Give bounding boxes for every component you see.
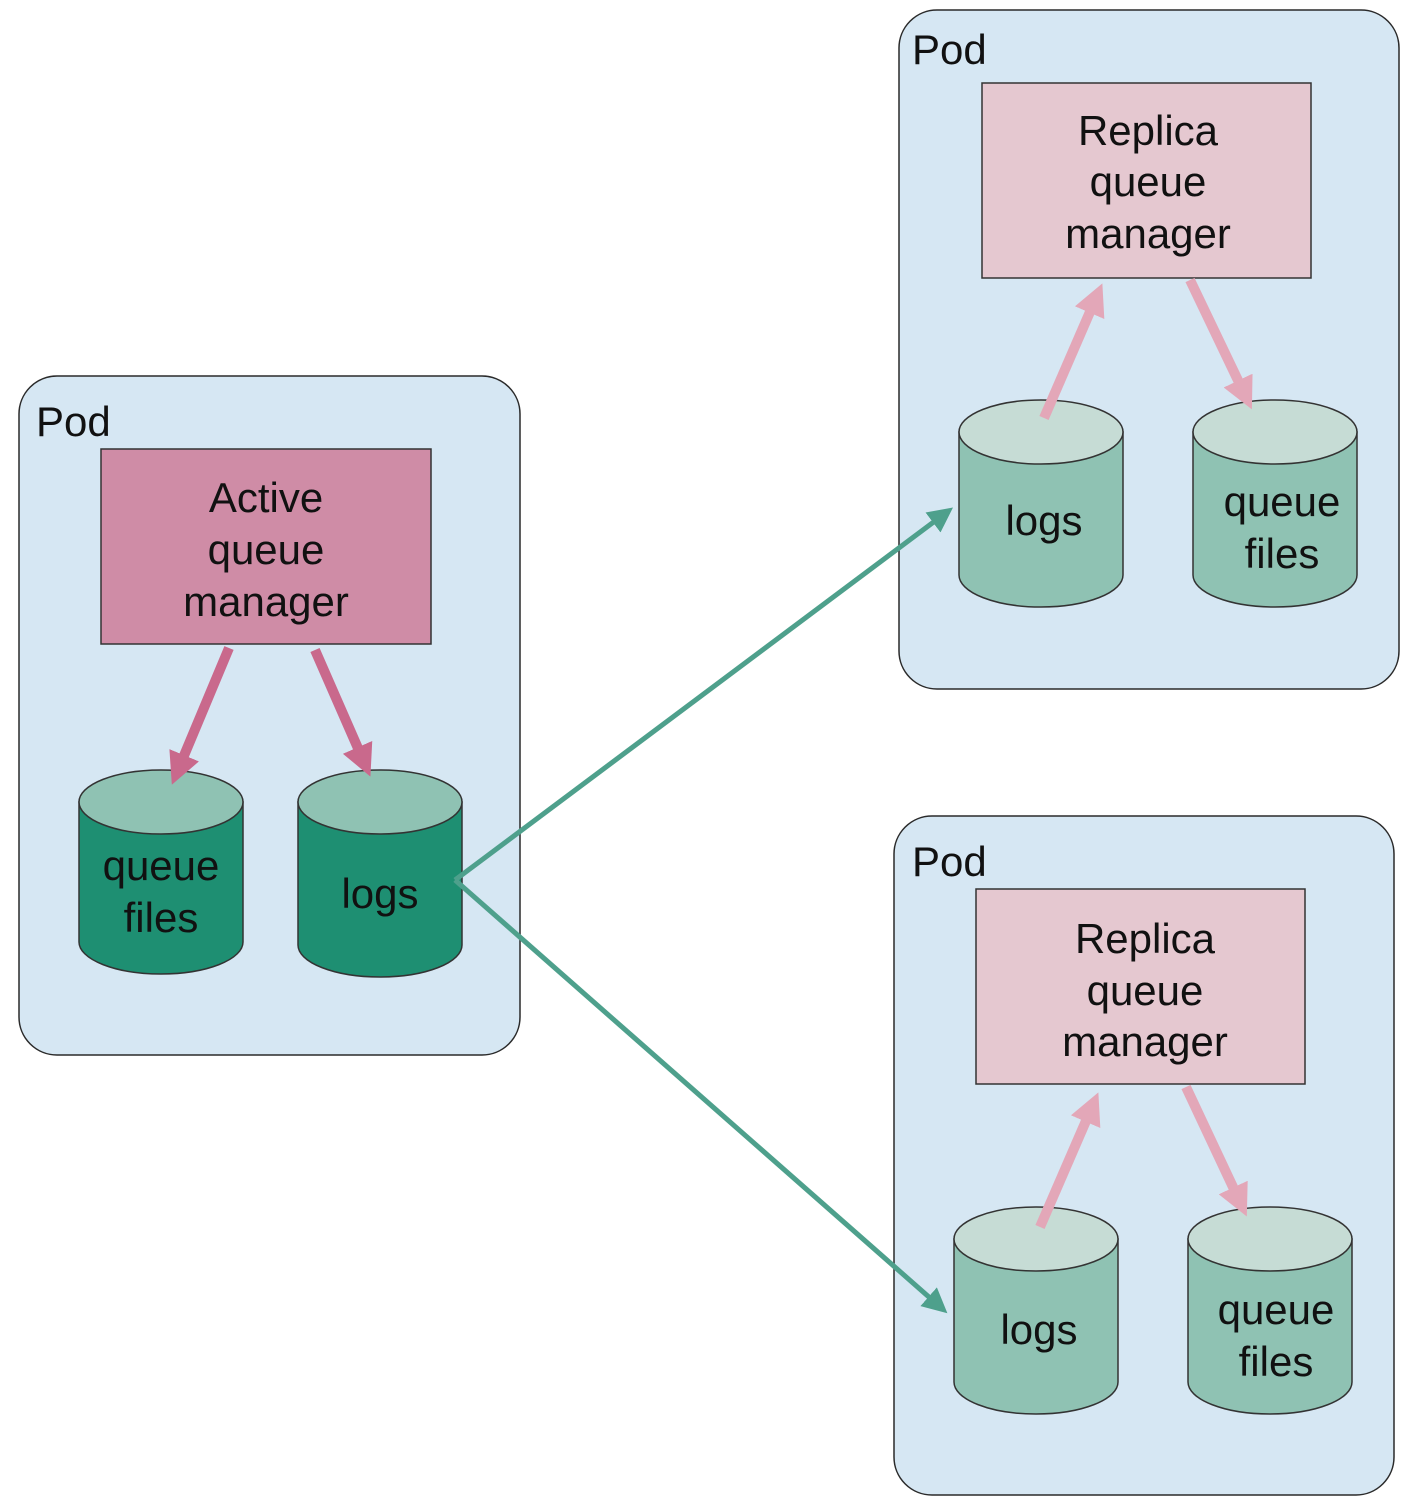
manager-label-line-2: queue [1090,158,1207,205]
replica-logs-cylinder: logs [958,399,1124,608]
pod-label: Pod [912,838,987,885]
manager-label-line-3: manager [1062,1018,1228,1065]
cylinder-label-line-1: queue [1224,478,1341,525]
active-logs-cylinder: logs [297,769,463,978]
cylinder-label-line-1: queue [1218,1286,1335,1333]
cylinder-label-line-1: queue [103,842,220,889]
write-arrow [1181,1084,1248,1217]
cylinder-label: logs [1000,1306,1077,1353]
replica-queue-files-cylinder: queue files [1192,399,1358,608]
cylinder-label: logs [341,870,418,917]
replication-arrow-top [453,507,954,883]
active-pod: Pod Active queue manager queue files log… [18,375,521,1056]
read-arrow [1039,283,1105,420]
cylinder-label-line-2: files [124,894,199,941]
read-arrow [1035,1092,1101,1229]
pod-label: Pod [36,398,111,445]
replica-logs-cylinder: logs [953,1206,1119,1415]
replica-queue-manager: Replica queue manager [975,888,1306,1085]
write-arrow [169,646,234,785]
manager-label-line-1: Replica [1075,915,1216,962]
active-queue-manager: Active queue manager [100,448,432,645]
write-arrow [1185,277,1253,410]
replication-arrow-bottom [453,878,948,1314]
manager-label-line-3: manager [183,578,349,625]
write-arrow [310,647,373,777]
replica-queue-manager: Replica queue manager [981,82,1312,279]
manager-label-line-3: manager [1065,210,1231,257]
cylinder-label: logs [1005,497,1082,544]
replica-pod-top: Pod Replica queue manager logs queue fil… [898,9,1400,690]
manager-label-line-1: Replica [1078,107,1219,154]
manager-label-line-2: queue [1087,967,1204,1014]
cylinder-label-line-2: files [1239,1338,1314,1385]
manager-label-line-1: Active [209,474,323,521]
cylinder-label-line-2: files [1245,530,1320,577]
manager-label-line-2: queue [208,526,325,573]
pod-label: Pod [912,26,987,73]
replica-pod-bottom: Pod Replica queue manager logs queue fil… [893,815,1395,1496]
replica-queue-files-cylinder: queue files [1187,1206,1353,1415]
active-queue-files-cylinder: queue files [78,769,244,975]
